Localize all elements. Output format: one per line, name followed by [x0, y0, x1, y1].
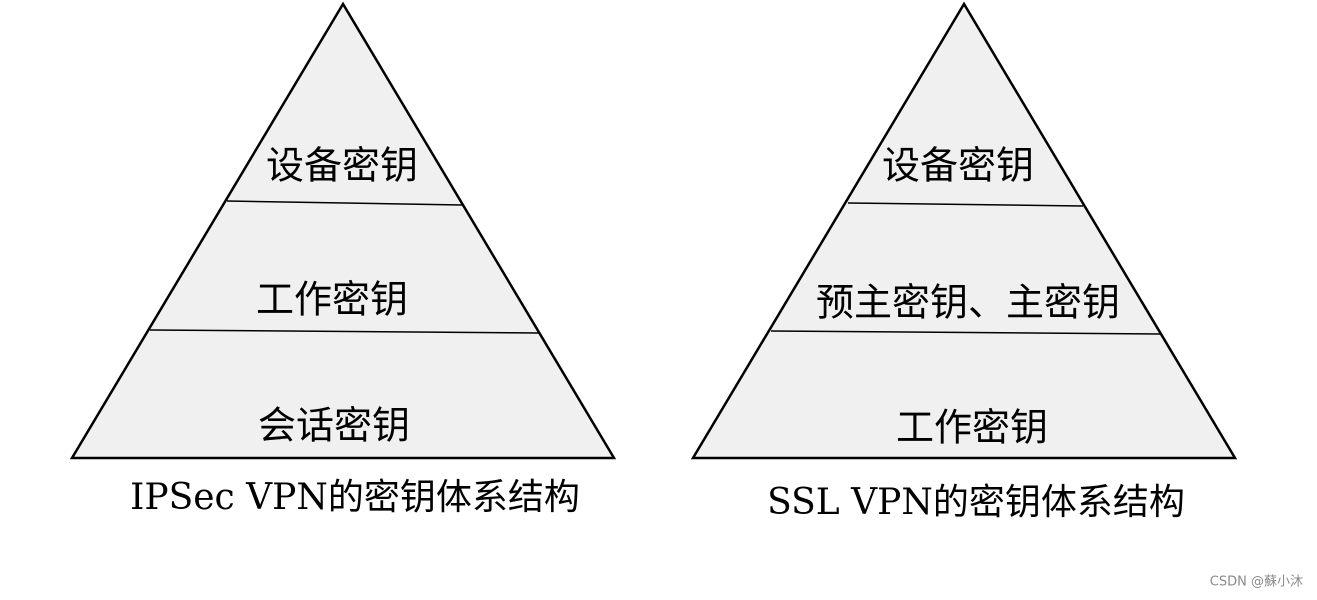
- ssl-layer-work-key: 工作密钥: [896, 406, 1048, 450]
- ssl-layer-premaster-master-key: 预主密钥、主密钥: [816, 281, 1120, 325]
- ssl-divider-top: [847, 202, 1084, 207]
- ipsec-divider-bottom: [149, 329, 540, 334]
- ipsec-divider-top: [226, 200, 463, 206]
- ipsec-layer-device-key: 设备密钥: [266, 144, 418, 188]
- ipsec-pyramid-triangle: [69, 1, 617, 460]
- ipsec-layer-work-key: 工作密钥: [256, 278, 408, 322]
- ipsec-layer-session-key: 会话密钥: [258, 404, 410, 448]
- ssl-layer-device-key: 设备密钥: [882, 144, 1034, 188]
- ssl-divider-bottom: [770, 330, 1161, 335]
- ipsec-pyramid: 设备密钥 工作密钥 会话密钥 IPSec VPN的密钥体系结构: [69, 1, 617, 518]
- ssl-caption: SSL VPN的密钥体系结构: [767, 482, 1185, 523]
- csdn-watermark: CSDN @蘇小沐: [1210, 575, 1303, 590]
- ssl-pyramid-triangle: [690, 1, 1238, 460]
- ssl-pyramid: 设备密钥 预主密钥、主密钥 工作密钥 SSL VPN的密钥体系结构: [690, 1, 1238, 523]
- ipsec-caption: IPSec VPN的密钥体系结构: [130, 477, 580, 518]
